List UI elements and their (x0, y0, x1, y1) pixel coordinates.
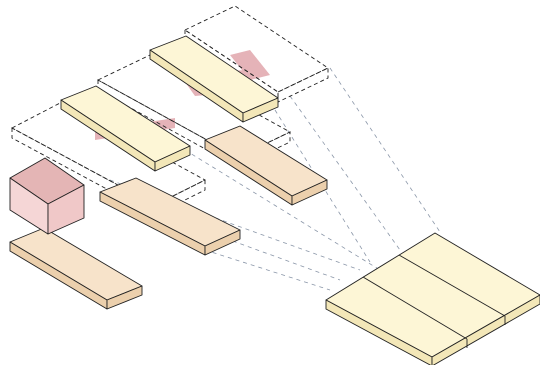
seam-line (362, 276, 468, 340)
peach-slab-center (99, 177, 241, 256)
slab-side (291, 179, 328, 206)
peach-slab-bottom (9, 227, 143, 310)
slab-side (106, 285, 143, 310)
pink-cube (9, 157, 85, 235)
slab-side (242, 97, 279, 123)
cream-slab-top (149, 35, 279, 123)
peach-slab-right (204, 125, 328, 206)
slab-side (204, 229, 241, 256)
cream-slab-left (60, 85, 191, 172)
assembled-front (325, 299, 433, 365)
seam-line (398, 254, 506, 317)
assembled-block (325, 232, 540, 365)
cube-side (47, 184, 85, 235)
slab-side (154, 145, 191, 172)
pink-strip (230, 50, 270, 80)
assembled-top (325, 232, 540, 358)
